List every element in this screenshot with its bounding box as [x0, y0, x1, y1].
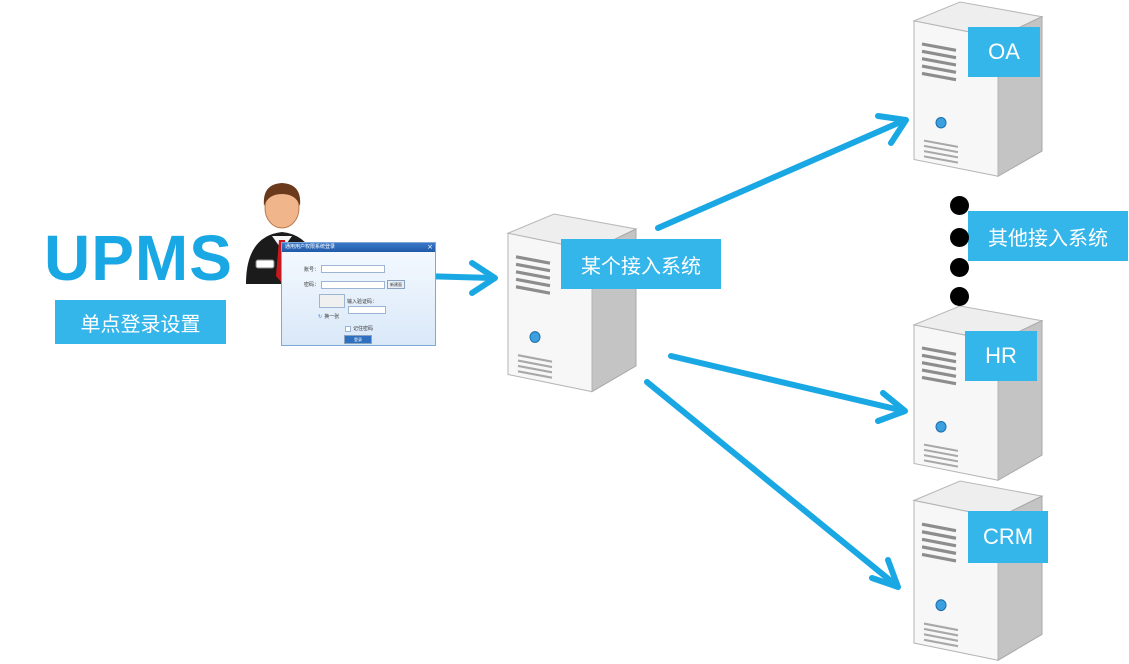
remember-label: 记住密码 — [353, 326, 374, 332]
ellipsis-dot — [950, 228, 969, 247]
refresh-label[interactable]: 换一张 — [324, 314, 340, 320]
arrow-to-crm — [644, 379, 901, 590]
remember-row: 记住密码 — [345, 325, 373, 332]
password-input[interactable] — [321, 280, 386, 289]
login-row: 登录 — [344, 335, 372, 344]
upms-title: UPMS — [44, 222, 233, 294]
hr-label: HR — [965, 331, 1037, 381]
arrow-to-hr — [668, 353, 908, 424]
captcha-input-row — [348, 306, 386, 314]
login-dialog-title: 通用用户权限系统登录 — [285, 244, 336, 250]
ellipsis-dot — [950, 258, 969, 277]
login-dialog-titlebar: 通用用户权限系统登录 × — [282, 243, 435, 252]
account-label: 账号： — [304, 266, 320, 273]
ellipsis-dot — [950, 287, 969, 306]
login-dialog: 通用用户权限系统登录 × 账号： 密码： 新建面 输入验证码： ↻ 换一张 记住… — [281, 242, 436, 346]
account-input[interactable] — [321, 265, 386, 273]
sso-settings-label: 单点登录设置 — [55, 300, 226, 344]
crm-server-graphic — [912, 479, 1044, 662]
password-row: 密码： 新建面 — [304, 280, 406, 289]
refresh-row[interactable]: ↻ 换一张 — [318, 313, 340, 321]
account-row: 账号： — [304, 265, 386, 273]
refresh-icon[interactable]: ↻ — [318, 313, 323, 320]
crm-label: CRM — [968, 511, 1048, 563]
arrow-to-oa — [655, 113, 909, 231]
login-button[interactable]: 登录 — [344, 335, 372, 344]
close-icon[interactable]: × — [427, 243, 433, 251]
password-label: 密码： — [304, 282, 320, 288]
register-button[interactable]: 新建面 — [387, 280, 406, 289]
central-system-label: 某个接入系统 — [561, 239, 721, 289]
captcha-row: 输入验证码： — [319, 294, 377, 308]
captcha-image[interactable] — [319, 294, 345, 308]
remember-checkbox[interactable] — [345, 325, 351, 332]
ellipsis-dot — [950, 196, 969, 215]
oa-label: OA — [968, 27, 1040, 77]
other-systems-label: 其他接入系统 — [968, 211, 1128, 261]
captcha-input[interactable] — [348, 306, 386, 314]
captcha-label: 输入验证码： — [347, 298, 378, 305]
